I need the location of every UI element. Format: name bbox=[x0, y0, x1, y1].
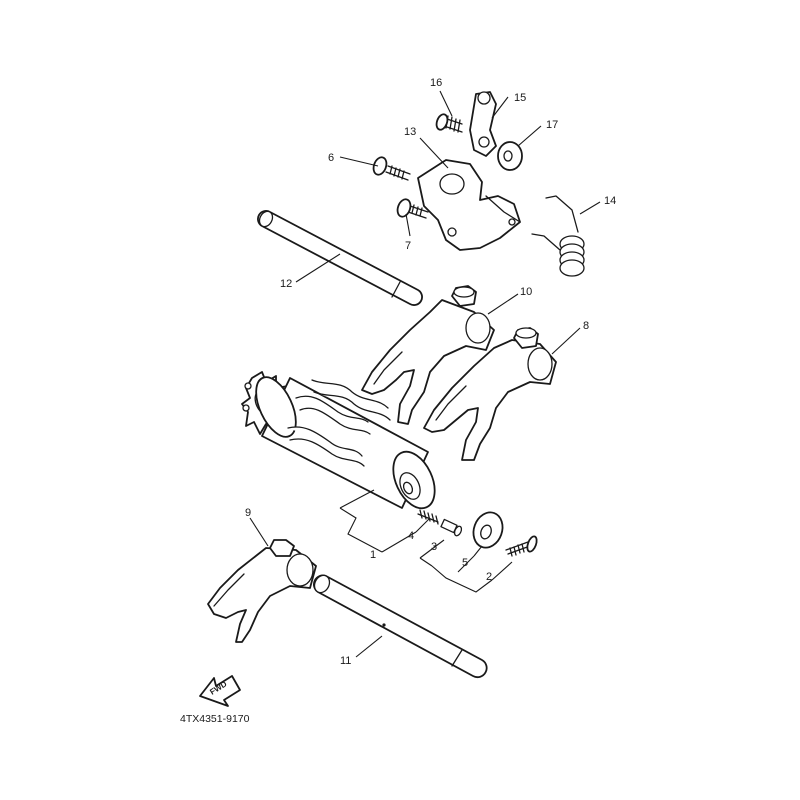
roller-17 bbox=[497, 141, 523, 171]
shift-fork-8 bbox=[423, 327, 557, 461]
callout-4: 4 bbox=[408, 530, 414, 542]
callout-11: 11 bbox=[340, 655, 351, 667]
torsion-spring-14 bbox=[531, 195, 585, 277]
guide-bar-11 bbox=[313, 574, 488, 679]
drawing-code: 4TX4351-9170 bbox=[180, 713, 250, 725]
callout-5: 5 bbox=[462, 557, 468, 569]
guide-bar-12 bbox=[257, 210, 423, 306]
spring-4 bbox=[417, 509, 439, 525]
callout-17: 17 bbox=[546, 119, 558, 131]
leader-lines bbox=[249, 90, 601, 658]
callout-13: 13 bbox=[404, 126, 416, 138]
callout-16: 16 bbox=[430, 77, 442, 89]
callout-15: 15 bbox=[514, 92, 526, 104]
stopper-lever-15 bbox=[469, 91, 497, 157]
shift-drum-1 bbox=[241, 371, 436, 510]
callout-6: 6 bbox=[328, 152, 334, 164]
stopper-plate-13 bbox=[417, 159, 521, 251]
bolt-6 bbox=[372, 156, 411, 181]
bolt-7 bbox=[396, 198, 429, 219]
callout-12: 12 bbox=[280, 278, 292, 290]
shift-fork-10 bbox=[361, 285, 495, 425]
pin-3 bbox=[440, 518, 463, 537]
callout-labels: 16 15 17 13 6 14 7 12 10 8 9 4 3 1 5 2 1… bbox=[245, 77, 616, 667]
group-brackets bbox=[339, 489, 513, 593]
callout-9: 9 bbox=[245, 507, 251, 519]
callout-3: 3 bbox=[431, 541, 437, 553]
callout-2: 2 bbox=[486, 571, 492, 583]
callout-8: 8 bbox=[583, 320, 589, 332]
callout-10: 10 bbox=[520, 286, 532, 298]
forward-arrow: FWD bbox=[199, 675, 241, 707]
callout-14: 14 bbox=[604, 195, 616, 207]
callout-1: 1 bbox=[370, 549, 376, 561]
callout-7: 7 bbox=[405, 240, 411, 252]
shift-fork-9 bbox=[207, 539, 317, 643]
bolt-16 bbox=[435, 113, 463, 133]
screw-2 bbox=[505, 535, 538, 557]
washer-5 bbox=[472, 511, 504, 549]
